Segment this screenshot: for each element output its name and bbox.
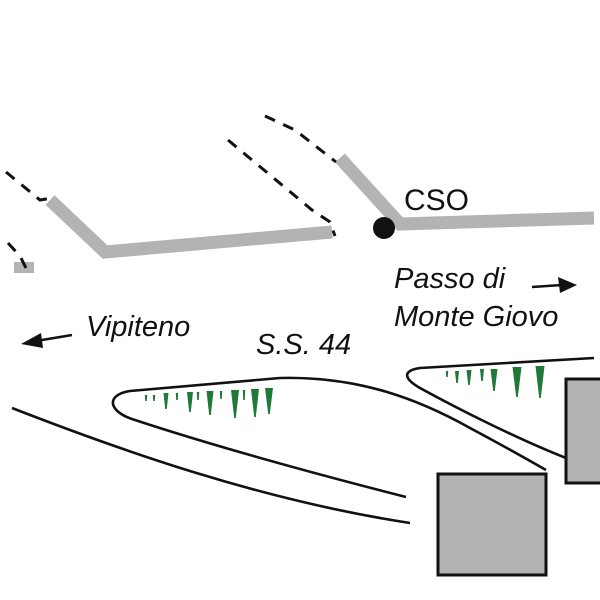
dashed-line-left-lower [6, 241, 28, 269]
arrow-right-icon [531, 277, 577, 293]
vegetation-spike [144, 395, 148, 401]
vegetation-spike [535, 366, 545, 398]
vegetation-spike [152, 395, 156, 401]
arrow-left-icon [21, 333, 73, 348]
road-curve-right [405, 356, 595, 460]
structure-block-lower [436, 472, 548, 577]
gray-band-right [335, 153, 595, 231]
vegetation-spike [219, 391, 223, 399]
vegetation-spike [175, 393, 179, 400]
vegetation-spike [445, 371, 449, 377]
vegetation-spike [196, 392, 200, 400]
destination-right-line2: Monte Giovo [394, 301, 558, 333]
vegetation-spike [251, 389, 259, 417]
dashed-line-middle [227, 138, 337, 237]
site-marker-icon [373, 217, 395, 239]
vegetation-spike [265, 388, 273, 414]
gray-band-left [45, 195, 333, 259]
vegetation-right [445, 366, 545, 398]
dashed-line-left [5, 170, 53, 202]
vegetation-spike [480, 369, 484, 381]
vegetation-spike [455, 371, 459, 383]
vegetation-left [144, 388, 273, 418]
vegetation-spike [466, 370, 472, 385]
structure-block-right [564, 377, 600, 485]
dashed-line-upper [264, 114, 337, 164]
vegetation-spike [187, 392, 193, 412]
vegetation-spike [242, 390, 246, 400]
vegetation-spike [231, 390, 239, 418]
site-label: CSO [404, 184, 469, 217]
vegetation-spike [490, 369, 498, 391]
gray-band-fragment [14, 262, 34, 273]
road-curve-left [111, 376, 407, 499]
road-name-label: S.S. 44 [256, 329, 351, 361]
vegetation-spike [512, 367, 522, 397]
road-curve-top [279, 376, 547, 472]
vegetation-spike [206, 391, 214, 415]
road-edge-outer [11, 406, 411, 525]
destination-left-label: Vipiteno [86, 311, 190, 343]
destination-right-line1: Passo di [394, 263, 507, 295]
vegetation-spike [163, 393, 169, 409]
